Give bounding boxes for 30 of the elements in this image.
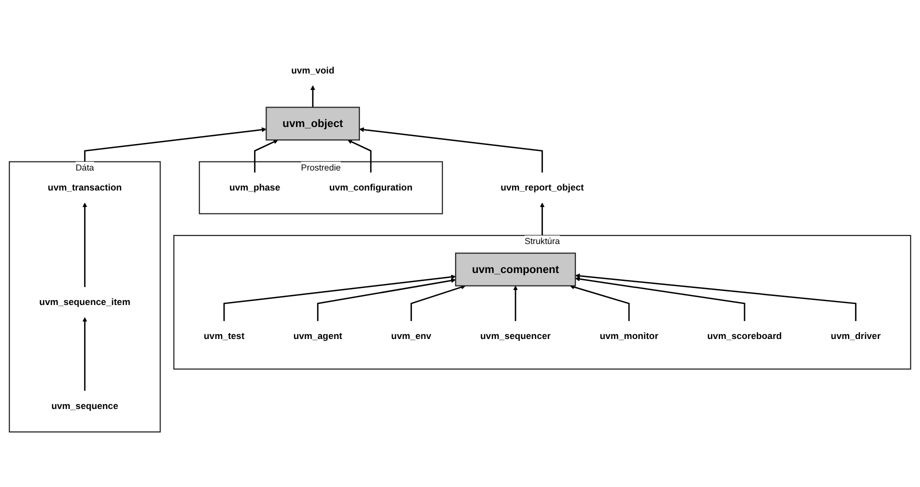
node-text: uvm_test	[204, 330, 244, 342]
node-text: uvm_agent	[293, 330, 342, 342]
arrow	[359, 127, 543, 172]
node-text: uvm_monitor	[600, 330, 658, 342]
arrow	[410, 284, 466, 322]
arrow	[254, 140, 278, 172]
node-text: uvm_void	[291, 65, 334, 76]
arrow	[575, 273, 856, 322]
node-text: uvm_sequence_item	[39, 296, 130, 308]
arrow	[310, 85, 316, 108]
arrow	[513, 285, 518, 322]
node-text: uvm_configuration	[329, 182, 412, 193]
arrow	[347, 140, 372, 172]
arrow	[223, 274, 456, 322]
node-text: uvm_driver	[830, 330, 881, 342]
arrow	[570, 284, 630, 322]
node-text: uvm_sequencer	[480, 330, 551, 342]
node-text: uvm_env	[391, 330, 432, 342]
arrow	[82, 317, 88, 391]
node-box: uvm_object	[266, 106, 360, 140]
arrow	[317, 278, 456, 322]
arrow	[540, 202, 545, 236]
arrow	[575, 276, 746, 322]
node-text: uvm_phase	[229, 182, 280, 193]
node-box: uvm_component	[455, 252, 576, 286]
node-text: uvm_transaction	[48, 182, 122, 193]
node-text: uvm_report_object	[500, 182, 584, 193]
arrow	[82, 202, 88, 288]
node-text: uvm_sequence	[51, 400, 118, 411]
node-text: uvm_scoreboard	[707, 330, 782, 342]
